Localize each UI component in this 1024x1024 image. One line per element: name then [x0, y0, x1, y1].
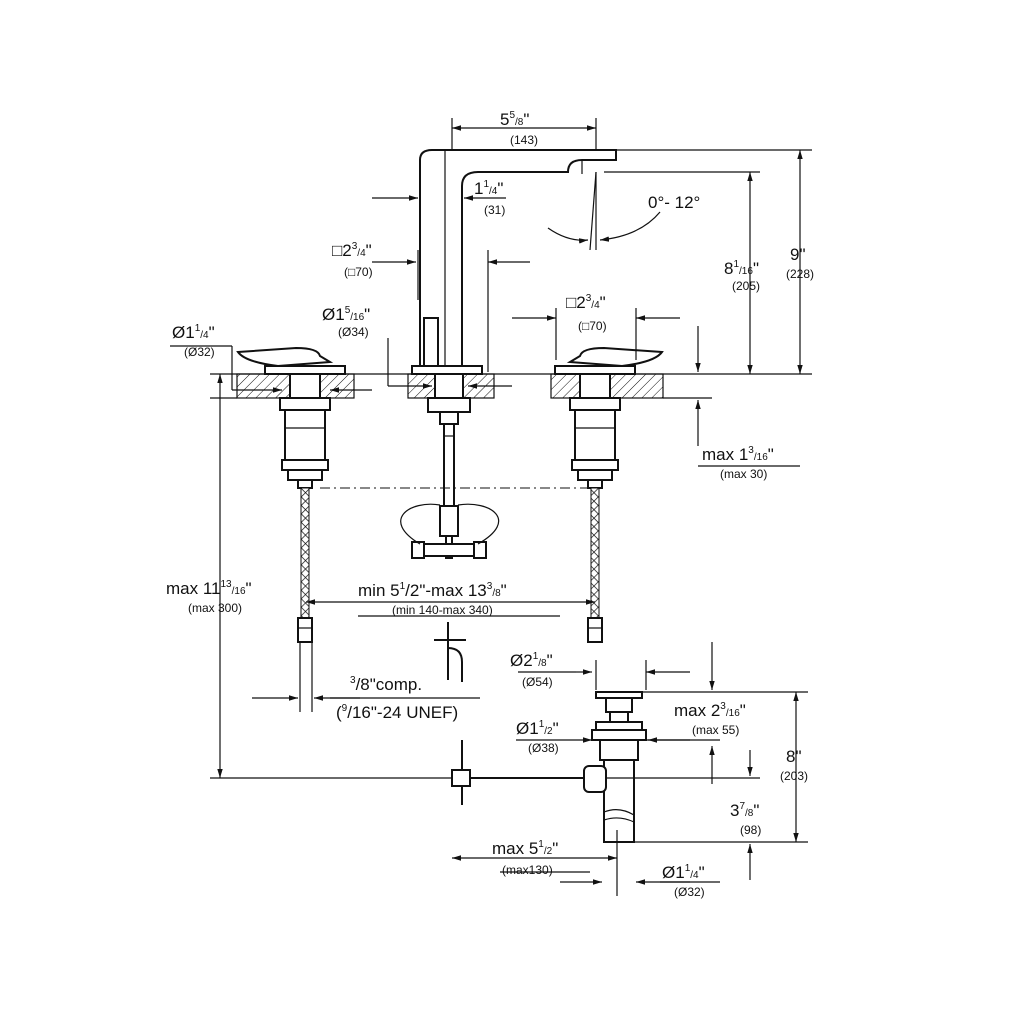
- spout-base-square-label: □23/4": [332, 241, 372, 260]
- dimension-lines: [170, 118, 812, 896]
- spout-reach-metric: (143): [510, 133, 538, 147]
- pop-up-drain: [451, 691, 647, 843]
- total-height-metric: (228): [786, 267, 814, 281]
- handle-square-metric: (□70): [578, 319, 607, 333]
- spout-height-label: 81/16": [724, 259, 759, 278]
- tailpiece-dia-label: Ø11/4": [662, 863, 705, 882]
- handle-dia-metric: (Ø32): [184, 345, 215, 359]
- handle-dia-label: Ø11/4": [172, 323, 215, 342]
- spout-height-metric: (205): [732, 279, 760, 293]
- drain-top-dia-label: Ø21/8": [510, 651, 553, 670]
- spout-base-dia-metric: (Ø34): [338, 325, 369, 339]
- drain-body-dia-metric: (Ø38): [528, 741, 559, 755]
- left-handle: [236, 346, 346, 643]
- dimension-labels: 55/8" (143) 11/4" (31) 0°- 12° □23/4" (□…: [166, 110, 814, 899]
- drain-flange-height-label: max 23/16": [674, 701, 746, 720]
- drain-body-dia-label: Ø11/2": [516, 719, 559, 738]
- drain-pivot-height-label: 37/8": [730, 801, 759, 820]
- connection-thread-label: (9/16"-24 UNEF): [336, 703, 458, 722]
- total-height-label: 9": [790, 245, 806, 264]
- spout-base-dia-label: Ø15/16": [322, 305, 370, 324]
- tailpiece-dia-metric: (Ø32): [674, 885, 705, 899]
- spout-width-metric: (31): [484, 203, 505, 217]
- spout-reach-label: 55/8": [500, 110, 529, 129]
- drain-pivot-height-metric: (98): [740, 823, 761, 837]
- spread-label: min 51/2"-max 133/8": [358, 581, 507, 600]
- drain-height-label: 8": [786, 747, 802, 766]
- connection-label: 3/8"comp.: [350, 675, 422, 694]
- spread-metric: (min 140-max 340): [392, 603, 493, 617]
- handle-square-label: □23/4": [566, 293, 606, 312]
- drain-flange-height-metric: (max 55): [692, 723, 739, 737]
- deck-thickness-metric: (max 30): [720, 467, 767, 481]
- spout-base-square-metric: (□70): [344, 265, 373, 279]
- below-deck-metric: (max 300): [188, 601, 242, 615]
- drain-height-metric: (203): [780, 769, 808, 783]
- drain-top-dia-metric: (Ø54): [522, 675, 553, 689]
- angle-label: 0°- 12°: [648, 193, 700, 212]
- tee-fitting: [320, 487, 590, 559]
- rod-length-metric: (max130): [502, 863, 553, 877]
- spout-width-label: 11/4": [474, 179, 503, 198]
- below-deck-label: max 1113/16": [166, 579, 252, 598]
- rod-length-label: max 51/2": [492, 839, 558, 858]
- right-handle: [554, 346, 664, 643]
- deck-thickness-label: max 13/16": [702, 445, 774, 464]
